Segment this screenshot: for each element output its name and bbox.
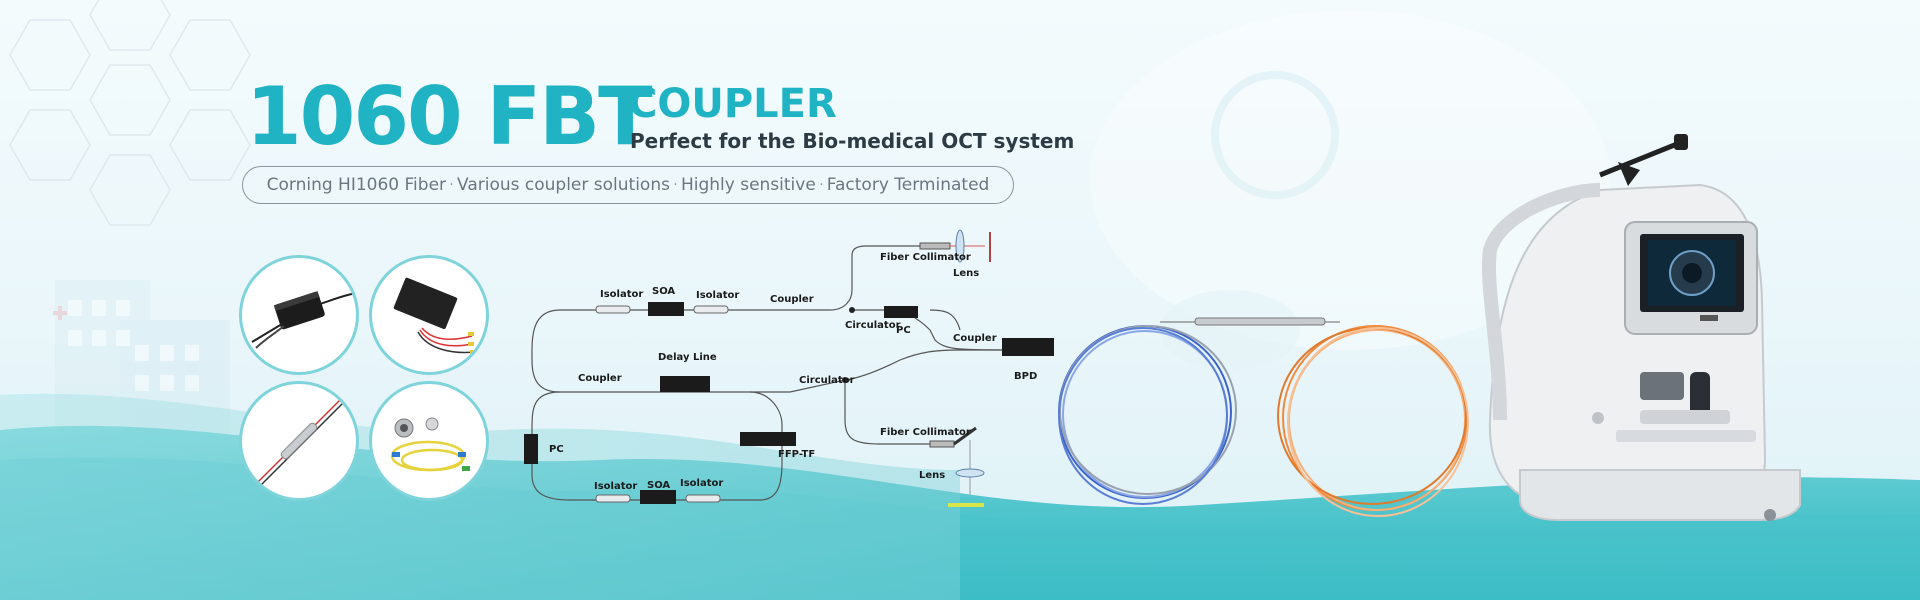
diagram-label-isolator: Isolator	[600, 289, 644, 300]
diagram-label-coupler: Coupler	[578, 373, 622, 384]
diagram-label-coupler: Coupler	[770, 294, 814, 305]
feature-separator: ·	[449, 177, 454, 193]
diagram-label-fiber-collimator: Fiber Collimator	[880, 427, 971, 438]
product-image-yellow-fiber	[369, 381, 489, 501]
hero-title: 1060 FBT	[246, 70, 653, 163]
diagram-label-isolator: Isolator	[680, 478, 724, 489]
diagram-label-bpd: BPD	[1014, 371, 1038, 382]
feature-item: Corning HI1060 Fiber	[266, 175, 447, 195]
diagram-label-lens: Lens	[953, 268, 980, 279]
diagram-label-delay-line: Delay Line	[658, 352, 717, 363]
oct-device	[1481, 134, 1801, 521]
feature-separator: ·	[673, 177, 678, 193]
product-image-fbt-tube	[239, 381, 359, 501]
feature-item: Various coupler solutions	[457, 175, 670, 195]
hero-product-name: COUPLER	[628, 81, 837, 127]
diagram-label-isolator: Isolator	[696, 290, 740, 301]
diagram-label-pc: PC	[549, 444, 564, 455]
diagram-label-isolator: Isolator	[594, 481, 638, 492]
diagram-label-soa: SOA	[652, 286, 676, 297]
orange-fiber-coil	[1277, 325, 1469, 517]
feature-item: Highly sensitive	[680, 175, 816, 195]
product-image-coupler-box	[369, 255, 489, 375]
diagram-label-ffp-tf: FFP-TF	[778, 449, 816, 460]
hero-subtitle: Perfect for the Bio-medical OCT system	[630, 129, 1075, 153]
diagram-label-circulator: Circulator	[799, 375, 855, 386]
diagram-label-circulator: Circulator	[845, 320, 901, 331]
diagram-label-pc: PC	[896, 325, 911, 336]
product-image-module-box	[239, 255, 359, 375]
feature-separator: ·	[819, 177, 824, 193]
diagram-label-fiber-collimator: Fiber Collimator	[880, 252, 971, 263]
diagram-label-lens: Lens	[919, 470, 946, 481]
diagram-label-soa: SOA	[647, 480, 671, 491]
hex-pattern	[9, 0, 251, 226]
feature-item: Factory Terminated	[826, 175, 990, 195]
diagram-label-coupler: Coupler	[953, 333, 997, 344]
feature-list: Corning HI1060 Fiber · Various coupler s…	[242, 166, 1014, 204]
blue-fiber-coil	[1058, 325, 1237, 505]
